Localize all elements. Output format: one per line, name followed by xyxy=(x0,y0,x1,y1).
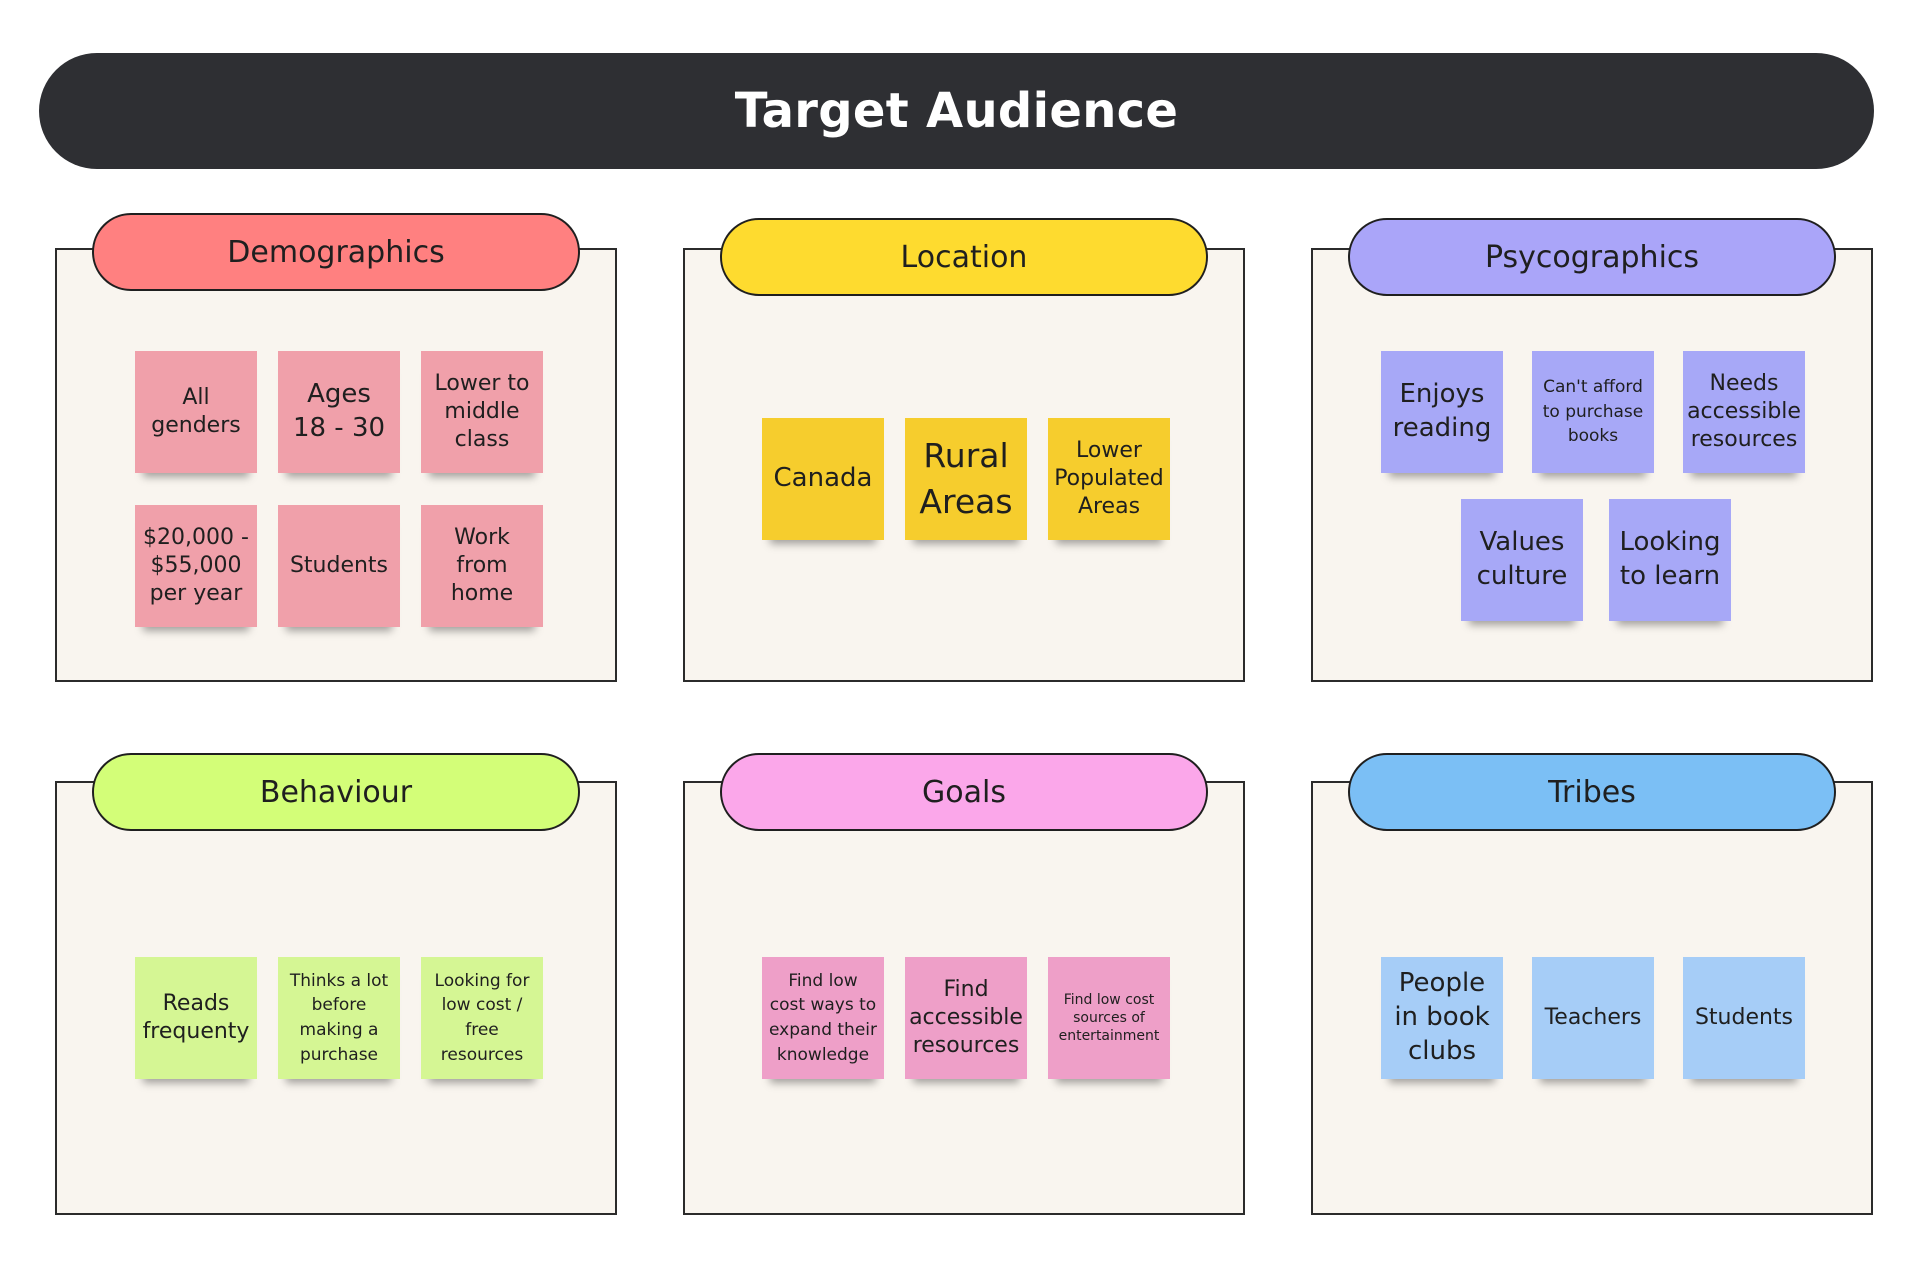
sticky-note: Looking to learn xyxy=(1609,499,1731,621)
page-title: Target Audience xyxy=(734,83,1179,139)
sticky-note: Needs accessible resources xyxy=(1683,351,1805,473)
header-demographics: Demographics xyxy=(92,213,580,291)
sticky-note: Students xyxy=(278,505,400,627)
panel-demographics: Demographics All genders Ages 18 - 30 Lo… xyxy=(55,213,617,682)
sticky-note: Ages 18 - 30 xyxy=(278,351,400,473)
panel-psycographics: Psycographics Enjoys reading Can't affor… xyxy=(1311,218,1873,682)
sticky-note: Find low cost ways to expand their knowl… xyxy=(762,957,884,1079)
panel-goals: Goals Find low cost ways to expand their… xyxy=(683,753,1245,1215)
sticky-note: Looking for low cost / free resources xyxy=(421,957,543,1079)
sticky-note: Rural Areas xyxy=(905,418,1027,540)
panel-location: Location Canada Rural Areas Lower Popula… xyxy=(683,218,1245,682)
sticky-note: Find accessible resources xyxy=(905,957,1027,1079)
header-tribes: Tribes xyxy=(1348,753,1836,831)
header-location: Location xyxy=(720,218,1208,296)
header-psycographics: Psycographics xyxy=(1348,218,1836,296)
title-banner: Target Audience xyxy=(39,53,1874,169)
sticky-note: All genders xyxy=(135,351,257,473)
sticky-note: Enjoys reading xyxy=(1381,351,1503,473)
sticky-note: Values culture xyxy=(1461,499,1583,621)
panel-tribes: Tribes People in book clubs Teachers Stu… xyxy=(1311,753,1873,1215)
sticky-note: Lower Populated Areas xyxy=(1048,418,1170,540)
sticky-note: Can't afford to purchase books xyxy=(1532,351,1654,473)
sticky-note: People in book clubs xyxy=(1381,957,1503,1079)
sticky-note: $20,000 - $55,000 per year xyxy=(135,505,257,627)
sticky-note: Teachers xyxy=(1532,957,1654,1079)
sticky-note: Canada xyxy=(762,418,884,540)
sticky-note: Reads frequenty xyxy=(135,957,257,1079)
sticky-note: Lower to middle class xyxy=(421,351,543,473)
sticky-note: Students xyxy=(1683,957,1805,1079)
sticky-note: Find low cost sources of entertainment xyxy=(1048,957,1170,1079)
sticky-note: Thinks a lot before making a purchase xyxy=(278,957,400,1079)
sticky-note: Work from home xyxy=(421,505,543,627)
header-behaviour: Behaviour xyxy=(92,753,580,831)
header-goals: Goals xyxy=(720,753,1208,831)
panel-behaviour: Behaviour Reads frequenty Thinks a lot b… xyxy=(55,753,617,1215)
